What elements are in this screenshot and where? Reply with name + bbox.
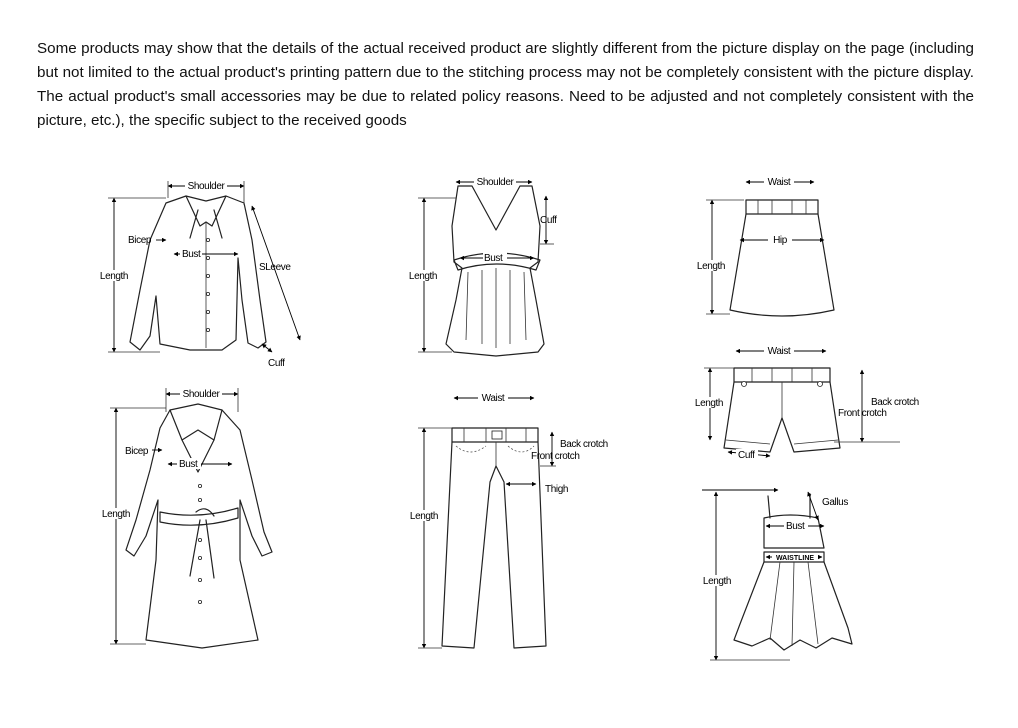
- pants-waist-label: Waist: [482, 393, 505, 404]
- skirt-length-label: Length: [697, 261, 725, 272]
- shorts-waistband: [733, 367, 831, 383]
- shirt-outline: [129, 195, 267, 351]
- shorts-back-crotch-label: Back crotch: [871, 397, 919, 408]
- shorts-front-crotch-label: Front crotch: [838, 408, 887, 419]
- skirt-outline: [729, 213, 835, 317]
- shorts-waist-label: Waist: [768, 346, 791, 357]
- coat-length-label: Length: [102, 509, 130, 520]
- coat-collar: [169, 409, 223, 441]
- shirt-diagram: Shoulder Length Bicep Bust SLeeve Cuff: [98, 180, 301, 369]
- skirt-diagram: Waist Hip Length: [694, 176, 835, 317]
- coat-belt: [159, 507, 239, 526]
- shorts-cuff-label: Cuff: [738, 450, 755, 461]
- pants-waistband: [451, 427, 539, 443]
- skirt-hip-label: Hip: [773, 235, 788, 246]
- skirt-waistband: [745, 199, 819, 215]
- pants-thigh-label: Thigh: [545, 484, 568, 495]
- dress-gallus-label: Gallus: [822, 497, 848, 508]
- skirt-waist-label: Waist: [768, 177, 791, 188]
- coat-buttons: [197, 483, 202, 605]
- dress-length-label: Length: [703, 576, 731, 587]
- shirt-buttons: [205, 237, 210, 332]
- dress-waistline-label: WAISTLINE: [776, 555, 814, 562]
- tank-bust-label: Bust: [484, 253, 503, 264]
- shorts-length-label: Length: [695, 398, 723, 409]
- pants-outline: [441, 441, 547, 649]
- tank-cuff-label: Cuff: [540, 215, 557, 226]
- pants-back-crotch-label: Back crotch: [560, 439, 608, 450]
- shirt-shoulder-label: Shoulder: [188, 181, 226, 192]
- coat-lapel: [181, 439, 215, 473]
- shirt-sleeve-label: SLeeve: [259, 262, 291, 273]
- shirt-bow: [189, 209, 223, 239]
- dress-straps: [767, 493, 811, 519]
- coat-diagram: Shoulder Bicep Bust Length: [99, 388, 273, 649]
- shirt-sleeve-line: [251, 205, 301, 341]
- tank-length-label: Length: [409, 271, 437, 282]
- tank-pleats: [465, 268, 527, 348]
- coat-shoulder-label: Shoulder: [183, 389, 221, 400]
- shirt-bust-label: Bust: [182, 249, 201, 260]
- shorts-diagram: Waist Length Back crotch Front crotch Cu…: [692, 345, 919, 461]
- coat-sash: [189, 508, 215, 579]
- pants-length-label: Length: [410, 511, 438, 522]
- dress-diagram: Gallus Bust WAISTLINE Length: [700, 487, 853, 661]
- shirt-cuff-label: Cuff: [268, 358, 285, 369]
- shirt-length-label: Length: [100, 271, 128, 282]
- pants-diagram: Waist Back crotch Front crotch Thigh Len…: [407, 392, 608, 649]
- dress-gallus-line: [807, 491, 819, 521]
- shirt-bicep-label: Bicep: [128, 235, 152, 246]
- tank-band: [453, 252, 541, 271]
- coat-bust-label: Bust: [179, 459, 198, 470]
- tank-outline: [445, 185, 545, 357]
- pants-pockets: [455, 445, 535, 453]
- pants-front-crotch-label: Front crotch: [531, 451, 580, 462]
- coat-bicep-label: Bicep: [125, 446, 149, 457]
- coat-outline: [125, 403, 273, 649]
- tank-shoulder-label: Shoulder: [477, 177, 515, 188]
- dress-bodice: [763, 514, 825, 549]
- dress-bust-label: Bust: [786, 521, 805, 532]
- notice-text: Some products may show that the details …: [37, 40, 974, 129]
- tank-diagram: Shoulder Cuff Bust Length: [406, 176, 558, 357]
